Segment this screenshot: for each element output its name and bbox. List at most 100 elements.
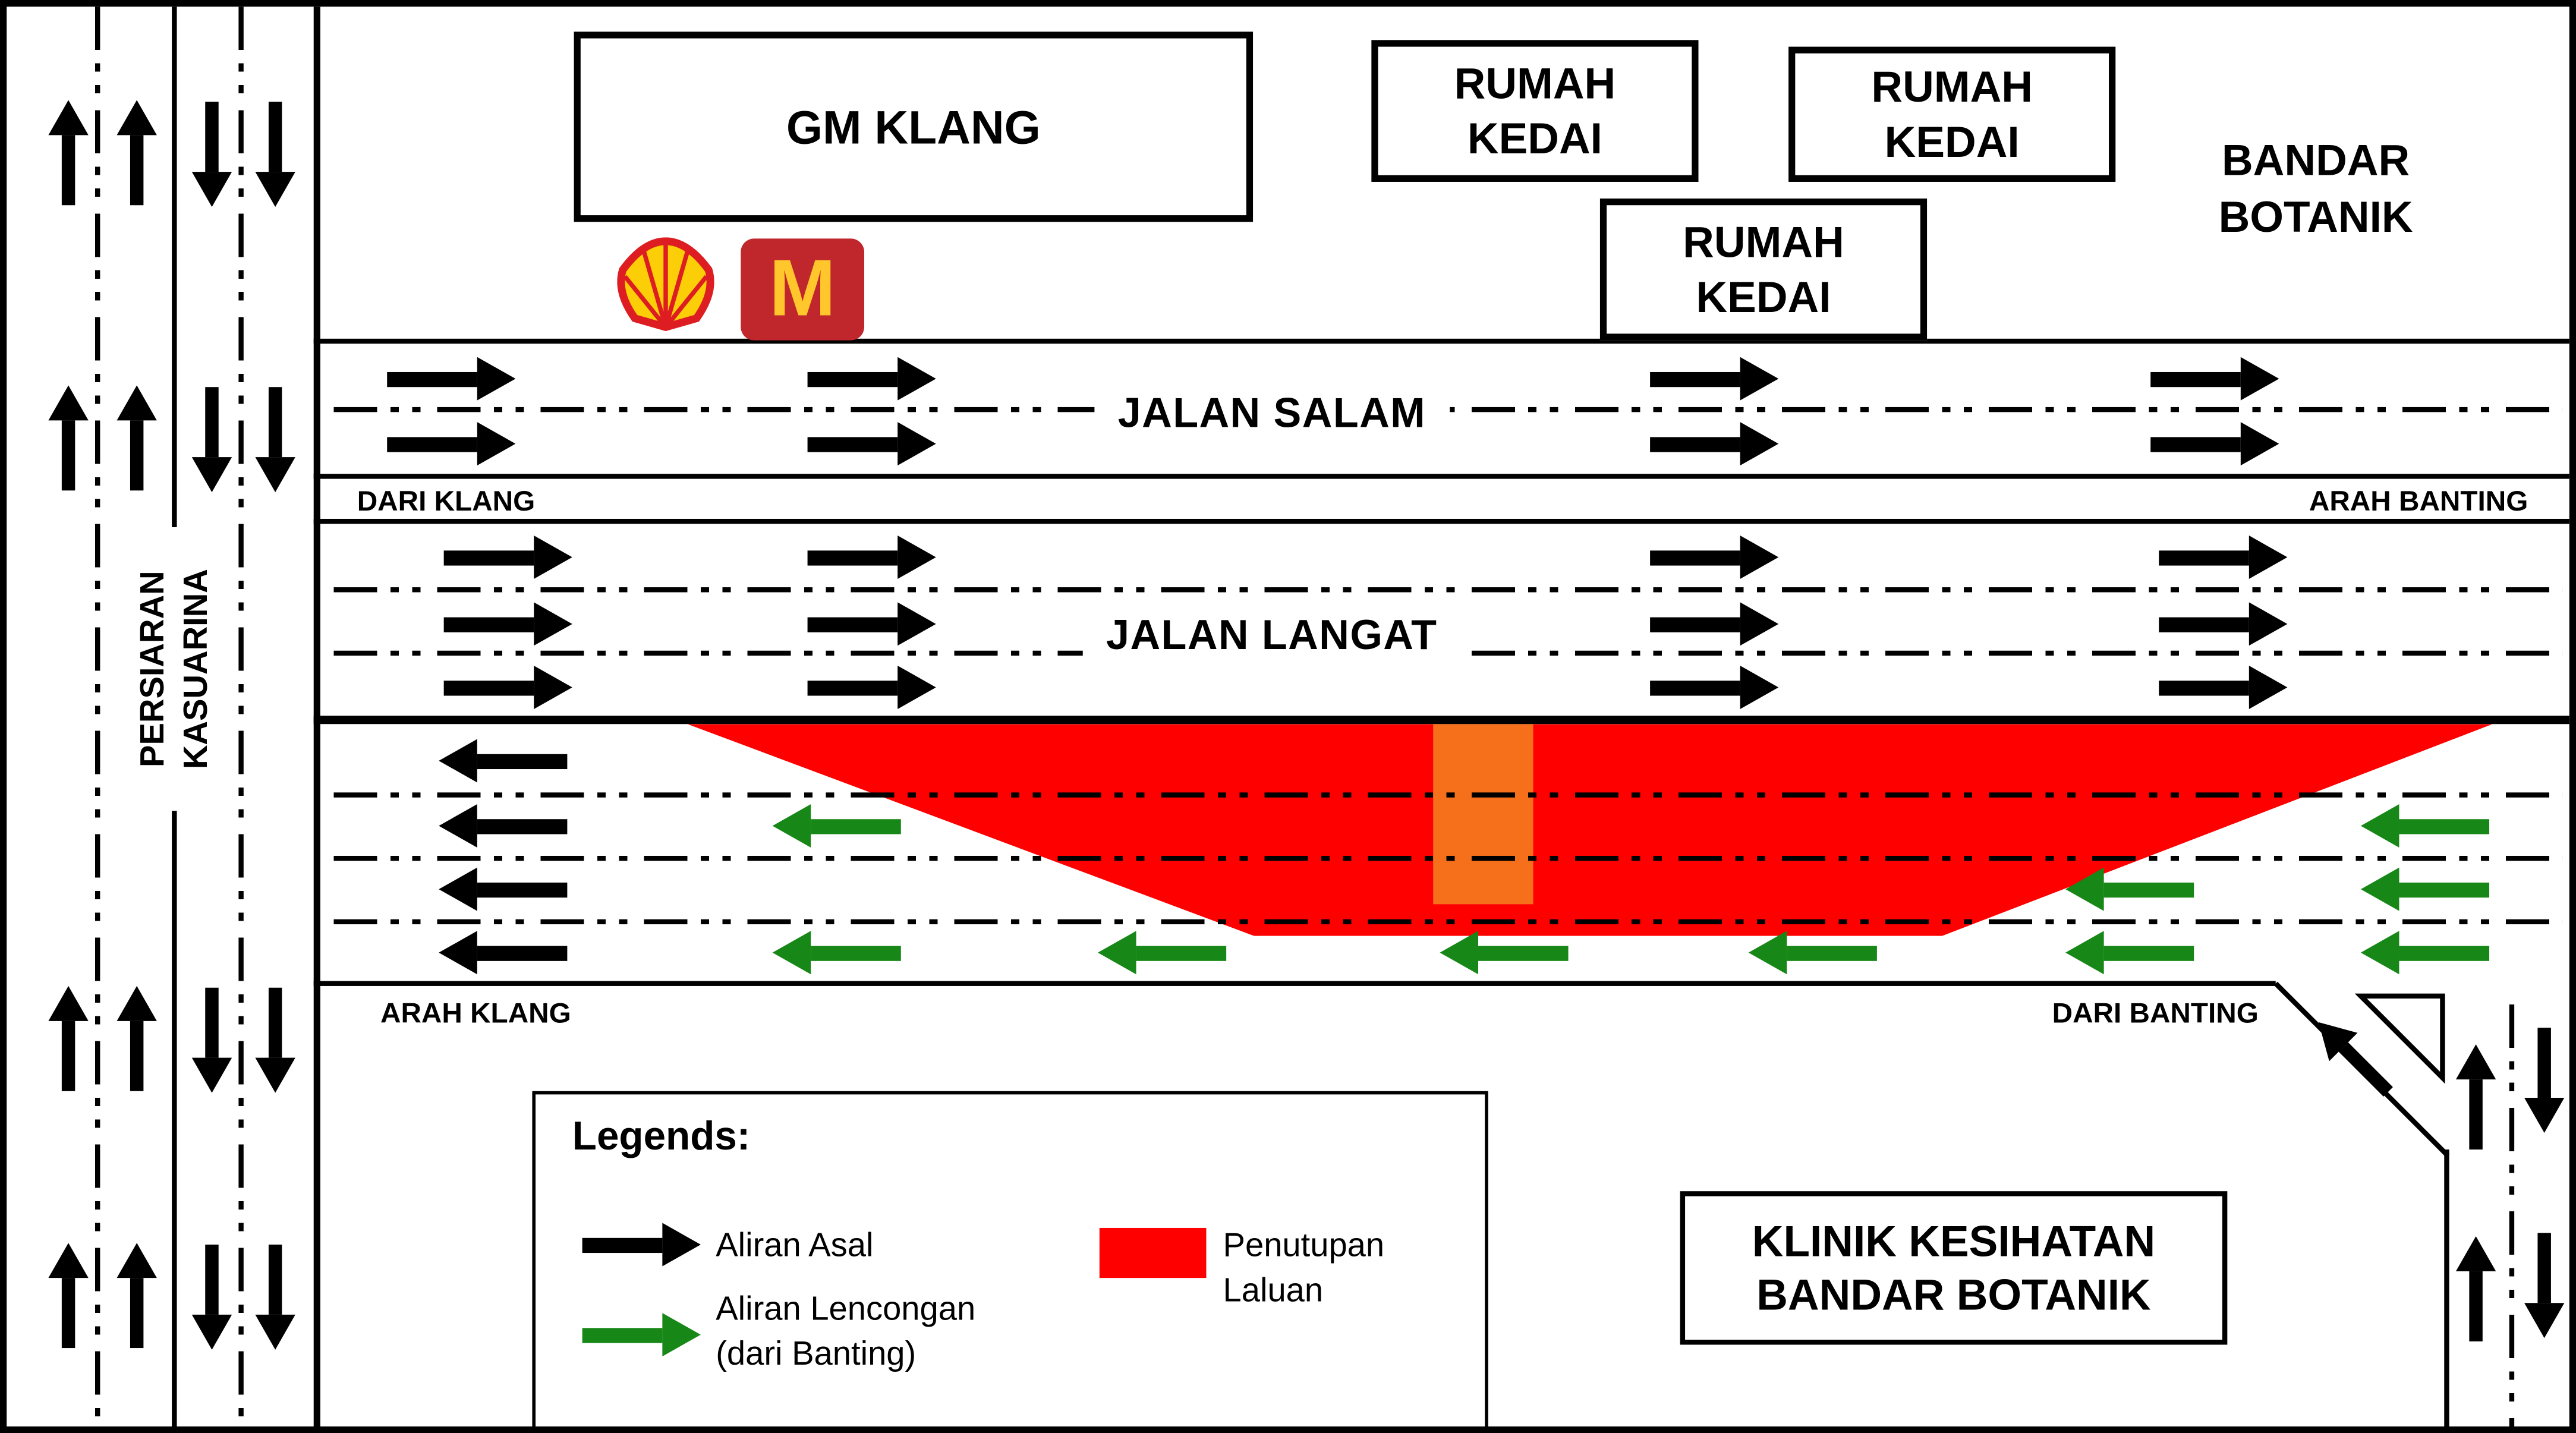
flow-arrow-east	[2150, 422, 2279, 466]
building-klinik-kesihatan: KLINIK KESIHATAN BANDAR BOTANIK	[1680, 1191, 2228, 1345]
flow-arrow-west-green	[2360, 931, 2490, 975]
building-label: GM KLANG	[786, 100, 1041, 153]
flow-arrow-east	[807, 536, 936, 580]
traffic-island	[2354, 993, 2445, 1084]
direction-label-arah-klang: ARAH KLANG	[380, 997, 571, 1029]
flow-arrow-south	[191, 387, 232, 493]
flow-arrow-north	[116, 985, 157, 1091]
flow-arrow-east	[387, 422, 516, 466]
flow-arrow-west-black	[439, 931, 568, 975]
closure-zone	[687, 724, 2493, 936]
flow-arrow-south	[2524, 1233, 2565, 1338]
flow-arrow-north	[48, 985, 89, 1091]
legend-diversion-label-line: Aliran Lencongan	[716, 1291, 976, 1328]
flow-arrow-north	[48, 1243, 89, 1349]
flow-arrow-north	[48, 385, 89, 491]
road-edge-line	[2444, 1149, 2449, 1426]
legend-diversion-label-line: (dari Banting)	[716, 1336, 917, 1374]
building-label-line: RUMAH	[1454, 58, 1616, 109]
landmark-bandar-botanik: BANDAR BOTANIK	[2199, 134, 2433, 247]
flow-arrow-east	[1650, 602, 1779, 646]
flow-arrow-north	[2455, 1236, 2496, 1341]
flow-arrow-east	[443, 536, 572, 580]
lane-divider-dashed	[2509, 1004, 2515, 1426]
flow-arrow-west-black	[439, 739, 568, 783]
landmark-label-line: BOTANIK	[2218, 191, 2413, 242]
legend-original-arrow-icon	[582, 1223, 701, 1267]
lane-divider-dashed	[333, 587, 2563, 593]
lane-divider-dashed	[238, 7, 244, 1426]
flow-arrow-north	[116, 1243, 157, 1349]
flow-arrow-south	[255, 387, 295, 493]
median-line	[313, 716, 2569, 725]
flow-arrow-west-black	[439, 804, 568, 848]
building-label-line: KEDAI	[1884, 116, 2020, 166]
flow-arrow-west-green	[2360, 867, 2490, 911]
road-edge-line	[313, 981, 2276, 986]
flow-arrow-south	[191, 102, 232, 207]
flow-arrow-north	[48, 100, 89, 206]
building-gm-klang: GM KLANG	[574, 32, 1254, 222]
flow-arrow-east	[807, 422, 936, 466]
building-rumah-kedai-3: RUMAH KEDAI	[1599, 199, 1928, 341]
flow-arrow-east	[807, 357, 936, 401]
flow-arrow-west-green	[1440, 931, 1569, 975]
lane-divider-dashed	[333, 919, 2563, 925]
flow-arrow-east	[387, 357, 516, 401]
road-label-line: KASUARINA	[178, 569, 216, 770]
legend-title: Legends:	[572, 1114, 751, 1160]
legend-closure-label-line: Penutupan	[1223, 1227, 1385, 1265]
building-label-line: KEDAI	[1696, 271, 1831, 322]
direction-label-arah-banting: ARAH BANTING	[2309, 485, 2528, 518]
road-label-jalan-langat: JALAN LANGAT	[1082, 607, 1461, 666]
flow-arrow-east	[1650, 422, 1779, 466]
mcdonalds-logo-icon: M	[741, 238, 865, 341]
flow-arrow-east	[1650, 357, 1779, 401]
flow-arrow-east	[2159, 602, 2288, 646]
shell-logo-icon	[617, 237, 714, 332]
flow-arrow-south	[191, 987, 232, 1093]
flow-arrow-east	[2159, 665, 2288, 709]
flow-arrow-east	[2150, 357, 2279, 401]
lane-divider-dashed	[95, 7, 100, 1426]
road-label-line: PERSIARAN	[135, 571, 172, 767]
building-label-line: RUMAH	[1871, 61, 2033, 112]
flow-arrow-north	[116, 385, 157, 491]
road-label-persiaran-kasuarina: PERSIARAN KASUARINA	[127, 527, 224, 811]
road-label-jalan-salam: JALAN SALAM	[1094, 385, 1450, 444]
flow-arrow-east	[807, 602, 936, 646]
flow-arrow-north	[116, 100, 157, 206]
building-rumah-kedai-1: RUMAH KEDAI	[1371, 40, 1699, 182]
flow-arrow-east	[2159, 536, 2288, 580]
flow-arrow-west-green	[1098, 931, 1227, 975]
direction-label-dari-banting: DARI BANTING	[2052, 997, 2259, 1029]
flow-arrow-west-green	[2065, 931, 2194, 975]
legend-closure-label: Penutupan Laluan	[1223, 1224, 1385, 1315]
legend: Legends: Aliran Asal Aliran Lencongan (d…	[532, 1091, 1488, 1426]
flow-arrow-west-black	[439, 867, 568, 911]
flow-arrow-east	[443, 602, 572, 646]
building-label-line: KLINIK KESIHATAN	[1752, 1215, 2156, 1266]
flow-arrow-east	[807, 665, 936, 709]
flow-arrow-south	[255, 987, 295, 1093]
legend-diversion-arrow-icon	[582, 1313, 701, 1357]
road-edge-line	[313, 474, 2569, 479]
flow-arrow-east	[1650, 665, 1779, 709]
flow-arrow-west-green	[2065, 867, 2194, 911]
flow-arrow-east	[1650, 536, 1779, 580]
building-label-line: BANDAR BOTANIK	[1756, 1270, 2151, 1320]
flow-arrow-west-green	[1748, 931, 1877, 975]
flow-arrow-north	[2455, 1044, 2496, 1150]
lane-divider-dashed	[333, 855, 2563, 861]
flow-arrow-west-green	[772, 931, 901, 975]
building-label-line: RUMAH	[1683, 216, 1844, 267]
legend-diversion-label: Aliran Lencongan (dari Banting)	[716, 1288, 975, 1378]
flow-arrow-south	[255, 1245, 295, 1350]
legend-closure-label-line: Laluan	[1223, 1273, 1324, 1310]
flow-arrow-south	[2524, 1028, 2565, 1133]
direction-label-dari-klang: DARI KLANG	[357, 485, 536, 518]
building-label-line: KEDAI	[1467, 112, 1602, 163]
road-edge-line	[313, 518, 2569, 524]
flow-arrow-south	[255, 102, 295, 207]
